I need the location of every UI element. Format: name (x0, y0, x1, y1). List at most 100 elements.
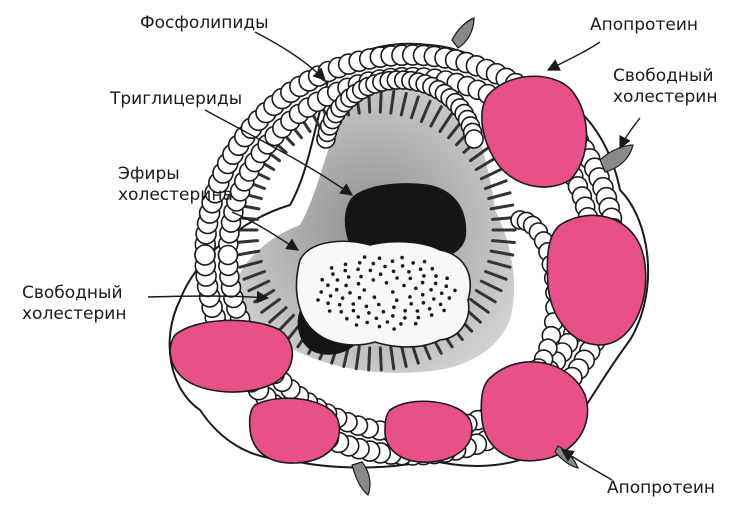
ester-dot (430, 313, 434, 317)
ester-dot (448, 296, 452, 300)
ester-dot (336, 278, 340, 282)
ester-dot (345, 317, 349, 321)
ester-dot (338, 303, 342, 307)
label-triglycerides: Триглицериды (110, 89, 242, 110)
ester-dot (395, 276, 399, 280)
label-cholesterol-esters-line2: холестерина (118, 185, 233, 206)
ester-dot (428, 307, 432, 311)
ester-dot (392, 270, 396, 274)
ester-dot (378, 256, 382, 260)
ester-dot (431, 267, 435, 271)
ester-dot (382, 310, 386, 314)
ester-dot (344, 263, 348, 267)
label-free-cholesterol-right: Свободный холестерин (613, 66, 717, 108)
ester-dot (343, 269, 347, 273)
ester-dot (355, 323, 359, 327)
ester-dot (411, 261, 415, 265)
phospholipid-head (195, 245, 215, 265)
ester-dot (372, 278, 376, 282)
label-apoprotein-bottom: Апопротеин (607, 478, 715, 499)
ester-dot (348, 291, 352, 295)
ester-dot (440, 292, 444, 296)
ester-dot (391, 314, 395, 318)
ester-dot (385, 281, 389, 285)
ester-dot (422, 274, 426, 278)
phospholipid-tail (380, 348, 381, 370)
ester-dot (403, 316, 407, 320)
ester-dot (407, 270, 411, 274)
ester-dot (369, 269, 373, 273)
phospholipid-tail (369, 348, 370, 370)
ester-dot (383, 265, 387, 269)
ester-dot (392, 305, 396, 309)
ester-dot (365, 305, 369, 309)
arrow-apoprotein-top (548, 42, 600, 70)
ester-dot (434, 274, 438, 278)
ester-dot (357, 282, 361, 286)
ester-dot (414, 322, 418, 326)
ester-dot (331, 272, 335, 276)
ester-dot (399, 322, 403, 326)
ester-dot (419, 267, 423, 271)
ester-dot (339, 310, 343, 314)
ester-dot (330, 266, 334, 270)
ester-dot (429, 288, 433, 292)
ester-dot (442, 309, 446, 313)
apoprotein-left (170, 320, 292, 392)
ester-dot (377, 303, 381, 307)
label-apoprotein-top: Апопротеин (590, 15, 698, 36)
ester-dot (414, 287, 418, 291)
phospholipid-tail (380, 90, 381, 112)
ester-dot (395, 298, 399, 302)
ester-dot (316, 298, 320, 302)
phospholipid-tail (493, 241, 515, 243)
phospholipid-tail (236, 241, 258, 243)
ester-dot (363, 255, 367, 259)
ester-dot (319, 290, 323, 294)
ester-dot (402, 284, 406, 288)
cholesterol-ester-core (296, 241, 470, 347)
ester-dot (326, 301, 330, 305)
apoprotein-bottom-left (250, 398, 340, 463)
ester-dot (392, 327, 396, 331)
ester-dot (434, 282, 438, 286)
label-free-cholesterol-left: Свободный холестерин (22, 283, 126, 325)
ester-dot (373, 295, 377, 299)
ester-dot (352, 302, 356, 306)
ester-dot (423, 260, 427, 264)
ester-dot (417, 316, 421, 320)
ester-dot (372, 262, 376, 266)
ester-dot (320, 278, 324, 282)
cholesterol-leaf-top (452, 18, 474, 48)
label-free-cholesterol-left-line2: холестерин (22, 304, 126, 325)
ester-dot (367, 311, 371, 315)
ester-dot (386, 320, 390, 324)
ester-dot (365, 321, 369, 325)
ester-dot (445, 276, 449, 280)
ester-dot (328, 309, 332, 313)
ester-dot (409, 302, 413, 306)
ester-dot (378, 325, 382, 329)
ester-dot (341, 296, 345, 300)
ester-dot (326, 283, 330, 287)
label-free-cholesterol-left-line1: Свободный (22, 283, 126, 304)
phospholipid-head (465, 130, 483, 148)
ester-dot (344, 284, 348, 288)
ester-dot (363, 288, 367, 292)
ester-dot (359, 275, 363, 279)
ester-dot (421, 293, 425, 297)
ester-dot (416, 309, 420, 313)
label-free-cholesterol-right-line2: холестерин (613, 87, 717, 108)
ester-dot (375, 317, 379, 321)
ester-dot (439, 303, 443, 307)
ester-dot (347, 275, 351, 279)
label-phospholipids: Фосфолипиды (140, 13, 269, 34)
ester-dot (329, 294, 333, 298)
label-free-cholesterol-right-line1: Свободный (613, 66, 717, 87)
ester-dot (400, 256, 404, 260)
ester-dot (409, 277, 413, 281)
ester-dot (401, 264, 405, 268)
ester-dot (445, 284, 449, 288)
label-cholesterol-esters: Эфиры холестерина (118, 164, 233, 206)
